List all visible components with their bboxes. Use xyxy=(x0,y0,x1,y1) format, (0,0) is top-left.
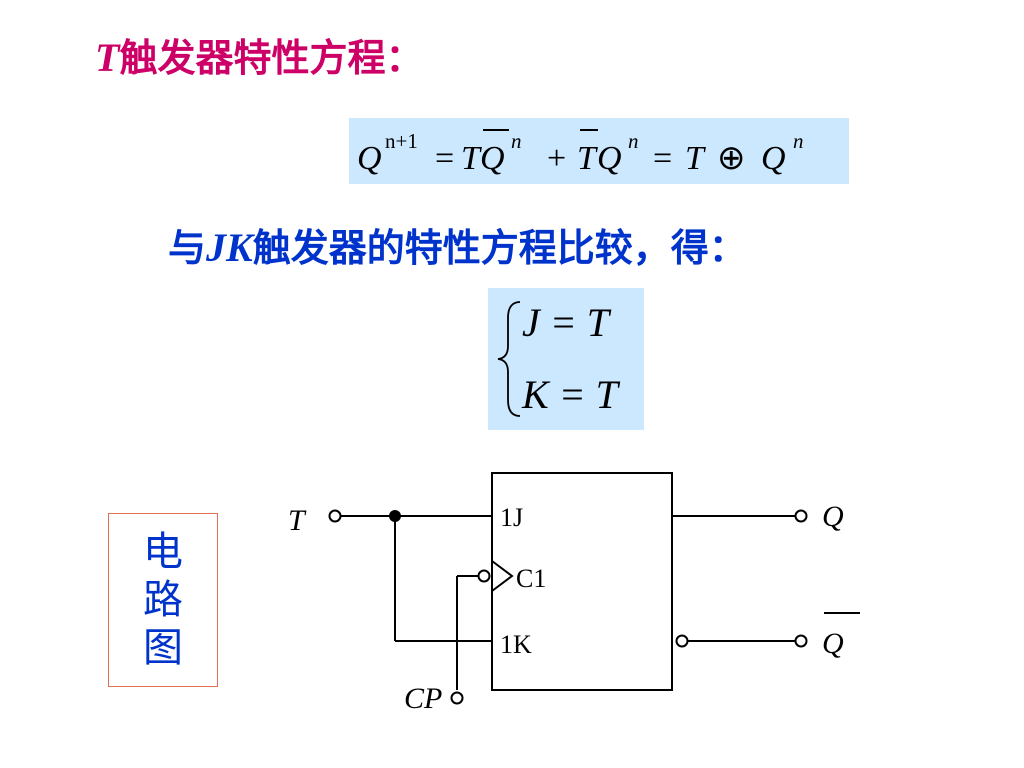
terminal-q xyxy=(794,509,808,523)
characteristic-equation-box: Q n+1 = T Q n + T Q n = T ⊕ Q n xyxy=(349,118,849,184)
compare-text: 与JK触发器的特性方程比较，得： xyxy=(168,228,747,268)
eq-equals-2: = xyxy=(653,140,672,177)
characteristic-equation: Q n+1 = T Q n + T Q n = T ⊕ Q n xyxy=(357,129,804,177)
flip-flop-block xyxy=(491,472,673,691)
label-q: Q xyxy=(822,500,844,533)
eq-term1-t: T xyxy=(461,140,482,177)
eq-equals-1: = xyxy=(435,140,454,177)
title-variable: T xyxy=(95,35,120,80)
circuit-label-char-1: 电 xyxy=(143,529,183,575)
label-1k: 1K xyxy=(500,630,532,659)
eq-term1-q: Q xyxy=(480,140,505,177)
system-equations-box: J = T K = T xyxy=(488,288,644,430)
system-equations: J = T K = T xyxy=(497,300,621,417)
terminal-cp xyxy=(450,691,464,705)
eq-plus: + xyxy=(547,140,566,177)
clock-triangle xyxy=(491,560,514,592)
label-cp: CP xyxy=(404,682,442,715)
circuit-label-char-2: 路 xyxy=(143,577,183,623)
eq-term2-sup: n xyxy=(628,129,639,153)
circuit-label-char-3: 图 xyxy=(143,625,183,671)
label-1j: 1J xyxy=(500,503,523,532)
system-row-1: J = T xyxy=(522,300,612,345)
left-brace xyxy=(497,301,521,417)
terminal-qbar xyxy=(794,634,808,648)
eq-term2-q: Q xyxy=(597,140,622,177)
eq-lhs-sup: n+1 xyxy=(385,129,418,153)
label-t: T xyxy=(288,504,307,537)
title-text: 触发器特性方程： xyxy=(119,36,424,80)
eq-term3-q: Q xyxy=(761,140,786,177)
system-row-2: K = T xyxy=(521,372,621,417)
circuit-diagram-label: 电 路 图 xyxy=(108,513,218,687)
clock-inversion-bubble xyxy=(477,569,491,583)
eq-term3-t: T xyxy=(685,140,706,177)
compare-prefix: 与 xyxy=(168,226,207,270)
terminal-t xyxy=(328,509,342,523)
eq-oplus: ⊕ xyxy=(717,140,746,177)
label-qbar: Q xyxy=(822,627,844,660)
label-c1: C1 xyxy=(516,564,546,593)
eq-lhs-q: Q xyxy=(357,140,382,177)
junction-dot xyxy=(389,510,401,522)
qbar-inversion-bubble xyxy=(675,634,689,648)
compare-text-body: 触发器的特性方程比较，得： xyxy=(252,226,747,270)
compare-variable: JK xyxy=(206,225,253,270)
title: T触发器特性方程： xyxy=(95,38,423,78)
eq-term2-t: T xyxy=(577,140,598,177)
eq-term3-sup: n xyxy=(793,129,804,153)
eq-term1-sup: n xyxy=(511,129,522,153)
